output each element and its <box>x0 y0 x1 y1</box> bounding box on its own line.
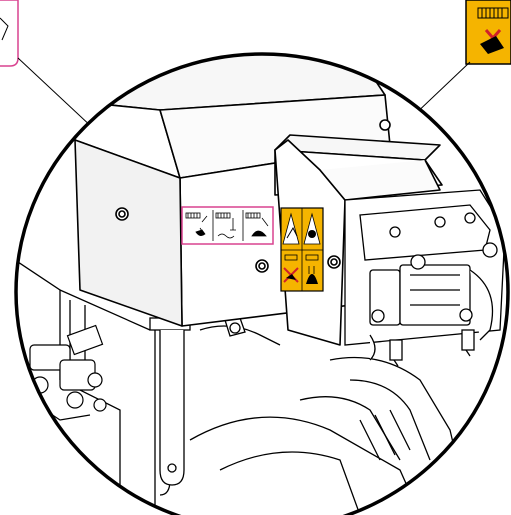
flying-debris-icon <box>303 212 321 245</box>
hot-surface-icon <box>215 212 236 239</box>
turtle-slow-icon <box>245 212 269 237</box>
magnifier-circle-border <box>14 52 510 515</box>
callout-box-top-left <box>0 0 19 67</box>
motor-assembly <box>344 189 506 367</box>
hand-crush-icon <box>185 212 208 236</box>
fire-hazard-icon <box>305 254 319 284</box>
no-access-icon <box>477 7 509 54</box>
warning-label-panel <box>280 207 324 292</box>
hydraulic-fittings <box>29 324 107 421</box>
hand-entanglement-icon <box>282 212 300 245</box>
lifting-hazard-icon <box>283 254 299 283</box>
pink-label-panel <box>181 206 274 245</box>
callout-box-top-right <box>465 0 511 65</box>
